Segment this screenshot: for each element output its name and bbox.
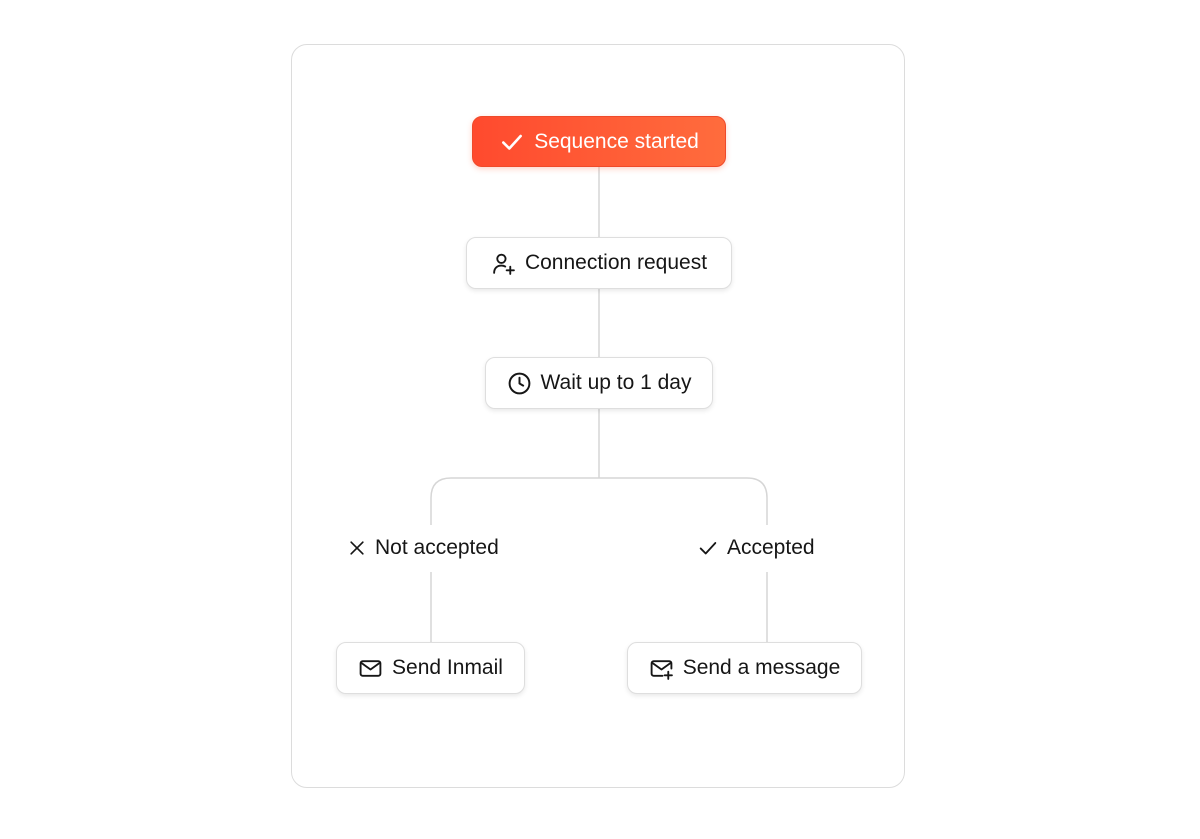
branch-accepted: Accepted <box>691 534 821 562</box>
branch-label-text: Accepted <box>727 536 815 559</box>
user-plus-icon <box>493 253 515 275</box>
sequence-started-node[interactable]: Sequence started <box>472 116 726 167</box>
send-inmail-node[interactable]: Send Inmail <box>336 642 525 694</box>
check-icon <box>502 134 523 150</box>
mail-icon <box>359 659 382 677</box>
check-icon <box>699 542 717 555</box>
node-label: Send a message <box>682 656 841 679</box>
node-label: Connection request <box>524 251 708 274</box>
branch-not-accepted: Not accepted <box>341 534 505 562</box>
clock-icon <box>508 372 530 394</box>
wait-node[interactable]: Wait up to 1 day <box>485 357 713 409</box>
node-label: Sequence started <box>534 129 699 153</box>
node-label: Send Inmail <box>392 656 503 679</box>
send-message-node[interactable]: Send a message <box>627 642 862 694</box>
branch-label-text: Not accepted <box>375 536 499 559</box>
connection-request-node[interactable]: Connection request <box>466 237 732 289</box>
x-icon <box>350 541 364 555</box>
mail-plus-icon <box>650 659 673 680</box>
node-label: Wait up to 1 day <box>540 371 692 394</box>
